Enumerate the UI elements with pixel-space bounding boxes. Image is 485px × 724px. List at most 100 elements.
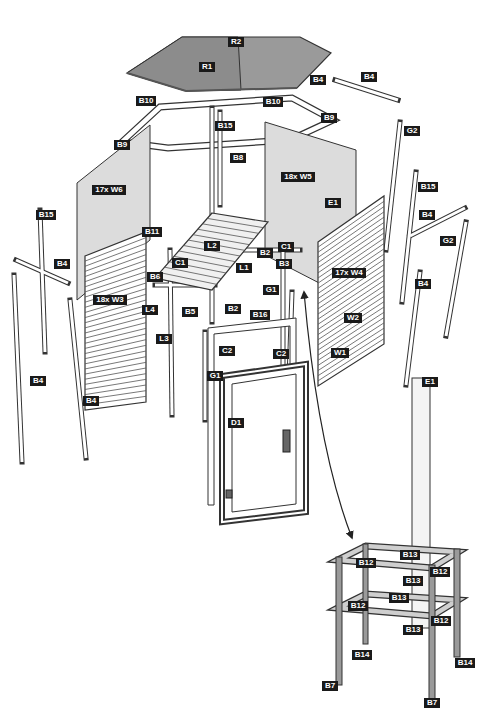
drawing-stroke [85,368,146,379]
part-label: B4 [361,72,377,82]
drawing-stroke [429,565,435,700]
drawing-stroke [85,294,146,312]
part-label: B2 [225,304,241,314]
drawing-stroke [318,302,384,345]
part-label: B13 [389,593,410,603]
part-label: W1 [331,348,349,358]
drawing-stroke [85,362,146,374]
part-label: B15 [36,210,57,220]
drawing-stroke [338,594,458,616]
drawing-stroke [335,80,398,100]
part-label: B6 [147,272,163,282]
part-label: G2 [440,236,457,246]
drawing-stroke [338,594,458,616]
part-label: B12 [431,616,452,626]
roof [127,37,331,91]
part-label: C1 [278,242,294,252]
drawing-stroke [318,281,384,325]
part-label: G2 [404,126,421,136]
part-label: B13 [400,550,421,560]
drawing-stroke [226,490,232,498]
part-label: L3 [156,334,171,344]
part-label: B5 [182,307,198,317]
drawing-stroke [85,266,146,287]
part-label: B3 [276,259,292,269]
part-label: B14 [352,650,373,660]
drawing-stroke [318,328,384,370]
drawing-stroke [127,73,186,91]
part-label: B8 [230,153,246,163]
drawing-stroke [335,80,398,100]
part-label: B9 [114,140,130,150]
drawing-stroke [85,345,146,358]
drawing-stroke [85,255,146,277]
drawing-stroke [318,318,384,361]
drawing-stroke [222,364,306,522]
part-label: B4 [54,259,70,269]
door [222,364,306,522]
part-label: B2 [257,248,273,258]
back-walls [77,122,356,302]
drawing-stroke [318,312,384,355]
drawing-stroke [165,267,222,279]
drawing-stroke [198,229,254,239]
drawing-stroke [85,385,146,395]
drawing-stroke [186,88,297,91]
part-label: G1 [263,285,280,295]
drawing-stroke [40,210,45,352]
drawing-stroke [336,557,342,685]
drawing-stroke [318,339,384,381]
drawing-stroke [85,340,146,354]
part-label: B7 [322,681,338,691]
part-label: B4 [415,279,431,289]
drawing-stroke [40,210,45,352]
part-label: 17x W4 [332,268,366,278]
drawing-stroke [85,357,146,369]
drawing-stroke [338,546,458,568]
drawing-stroke [222,364,306,522]
part-label: L1 [236,263,251,273]
part-label: C2 [219,346,235,356]
part-label: C1 [172,258,188,268]
detail-arrow [304,292,352,538]
drawing-stroke [410,208,465,236]
part-label: B4 [30,376,46,386]
drawing-stroke [85,243,146,266]
part-label: B7 [424,698,440,708]
part-label: E1 [325,198,341,208]
drawing-stroke [232,374,296,512]
part-label: E1 [422,377,438,387]
part-label: B11 [142,227,162,237]
drawing-stroke [318,307,384,350]
part-label: R2 [228,37,244,47]
drawing-stroke [85,232,146,410]
part-label: B10 [136,96,157,106]
part-label: G1 [207,371,224,381]
drawing-stroke [70,300,86,458]
part-label: B4 [310,75,326,85]
drawing-stroke [454,549,460,657]
drawing-stroke [14,275,22,462]
drawing-stroke [85,374,146,385]
drawing-stroke [386,122,400,250]
drawing-stroke [283,430,290,452]
part-label: B12 [356,558,377,568]
part-label: B4 [83,396,99,406]
drawing-stroke [318,296,384,339]
drawing-stroke [85,249,146,271]
drawing-stroke [193,235,249,245]
part-label: L2 [204,241,219,251]
part-label: B16 [250,310,271,320]
drawing-stroke [318,323,384,366]
part-label: L4 [142,305,157,315]
part-label: B13 [403,625,424,635]
drawing-stroke [318,333,384,375]
part-label: B14 [455,658,476,668]
drawing-stroke [85,260,146,281]
part-label: B13 [403,576,424,586]
part-label: R1 [199,62,215,72]
part-label: B4 [419,210,435,220]
drawing-stroke [160,273,217,285]
part-label: 18x W5 [281,172,315,182]
